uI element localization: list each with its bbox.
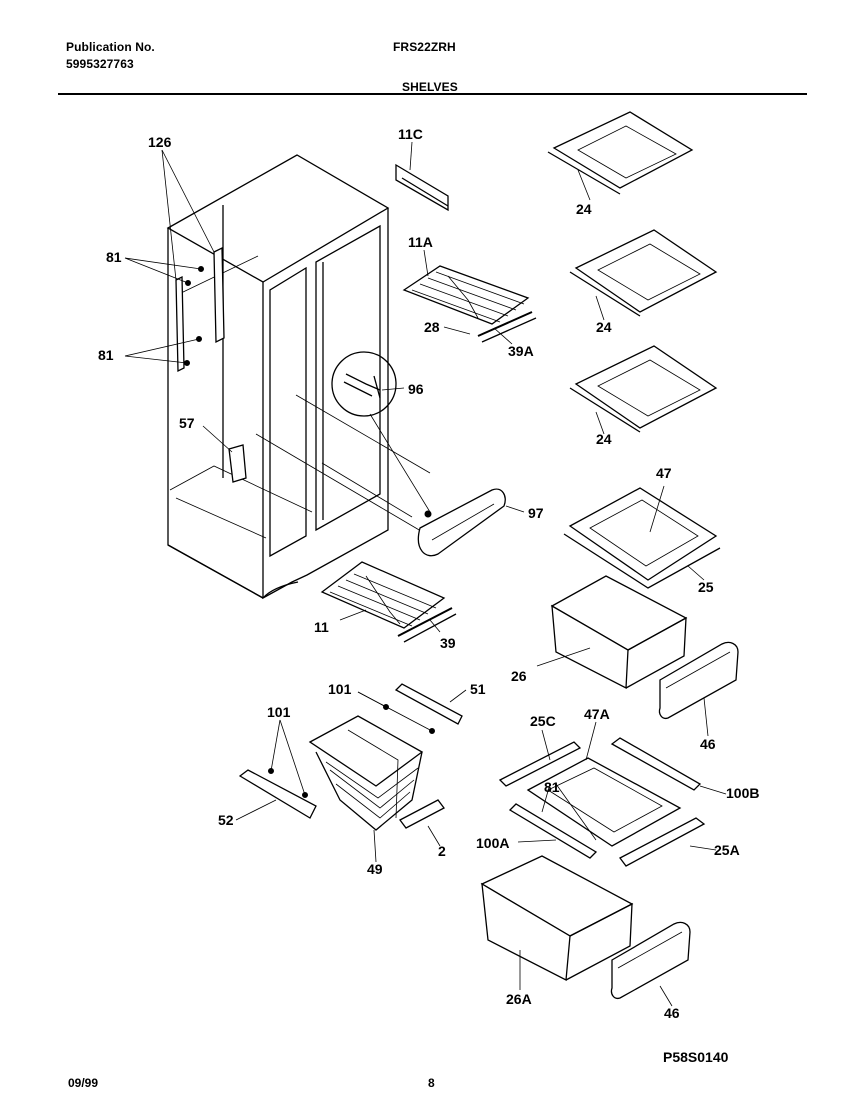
- glass-shelf-1: [547, 111, 694, 195]
- publication-label: Publication No.: [66, 40, 155, 54]
- callout-2: 2: [438, 843, 446, 859]
- glass-panel-47a: [526, 757, 682, 847]
- callout-101-lower: 101: [267, 704, 291, 720]
- rail-52: [238, 769, 317, 819]
- callout-25a: 25A: [714, 842, 740, 858]
- part-11c: [395, 163, 449, 212]
- callout-26: 26: [511, 668, 527, 684]
- crisper-cover-47: [563, 487, 721, 589]
- callout-96: 96: [408, 381, 424, 397]
- callout-81-upper: 81: [106, 249, 122, 265]
- callout-11: 11: [314, 619, 329, 635]
- header-rule: [58, 93, 807, 95]
- page-number: 8: [428, 1076, 435, 1090]
- callout-labels: 126 11C 24 81 11A 24 81 28 39A 96 24 57 …: [98, 126, 759, 1021]
- screw-set: [184, 266, 204, 366]
- section-title: SHELVES: [402, 80, 458, 94]
- leader-lines: [124, 141, 727, 1007]
- callout-81-lower: 81: [98, 347, 114, 363]
- rail-2: [399, 799, 445, 829]
- publication-number: 5995327763: [66, 57, 134, 71]
- callout-100b: 100B: [726, 785, 759, 801]
- callout-126: 126: [148, 134, 172, 150]
- part-11a-wire-rack: [402, 265, 537, 343]
- callout-81-assembly: 81: [544, 779, 560, 795]
- rail-25a: [619, 817, 706, 867]
- callout-26a: 26A: [506, 991, 532, 1007]
- callout-49: 49: [367, 861, 383, 877]
- rail-25c: [498, 741, 582, 787]
- callout-57: 57: [179, 415, 195, 431]
- drawer-26a: [480, 855, 634, 982]
- glass-shelf-3: [569, 345, 718, 433]
- callout-25c: 25C: [530, 713, 556, 729]
- drawer-26: [550, 575, 688, 690]
- part-97: [417, 488, 506, 557]
- model-number: FRS22ZRH: [393, 40, 456, 54]
- drawer-front-lower: [610, 921, 691, 1000]
- callout-47: 47: [656, 465, 672, 481]
- part-11-wire-rack: [320, 561, 457, 643]
- rail-51: [394, 683, 463, 725]
- wire-basket-49: [308, 715, 424, 831]
- callout-24-lower: 24: [596, 431, 612, 447]
- callout-97: 97: [528, 505, 544, 521]
- rail-100b: [610, 737, 702, 791]
- drawer-front-upper: [658, 641, 739, 720]
- refrigerator-cabinet: [166, 154, 390, 600]
- callout-11c: 11C: [398, 126, 423, 142]
- footer-date: 09/99: [68, 1076, 99, 1090]
- diagram-code: P58S0140: [663, 1049, 729, 1065]
- trim-strip: [175, 246, 225, 373]
- callout-24-middle: 24: [596, 319, 612, 335]
- callout-39a: 39A: [508, 343, 534, 359]
- part-57: [228, 444, 247, 483]
- callout-101-upper: 101: [328, 681, 352, 697]
- callout-47a: 47A: [584, 706, 610, 722]
- callout-100a: 100A: [476, 835, 509, 851]
- callout-46-lower: 46: [664, 1005, 680, 1021]
- callout-39: 39: [440, 635, 456, 651]
- callout-24-upper: 24: [576, 201, 592, 217]
- callout-52: 52: [218, 812, 234, 828]
- callout-11a: 11A: [408, 234, 433, 250]
- callout-51: 51: [470, 681, 486, 697]
- callout-25: 25: [698, 579, 714, 595]
- glass-shelf-2: [569, 229, 718, 317]
- callout-46-upper: 46: [700, 736, 716, 752]
- callout-28: 28: [424, 319, 440, 335]
- detail-96: [331, 351, 431, 513]
- rail-100a: [508, 803, 598, 859]
